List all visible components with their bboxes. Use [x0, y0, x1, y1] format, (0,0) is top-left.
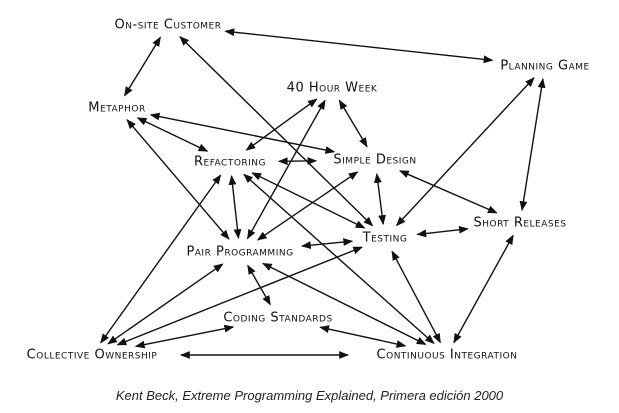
edge-testing-short: [416, 225, 469, 238]
edge-short-ci: [453, 234, 514, 344]
node-simple: Simple Design: [333, 152, 417, 168]
node-week: 40 Hour Week: [286, 80, 378, 96]
edge-planning-short: [519, 77, 546, 212]
edge-testing-collective: [116, 246, 363, 346]
node-ci: Continuous Integration: [376, 347, 518, 363]
node-onsite: On-site Customer: [114, 17, 222, 33]
edge-simple-testing: [374, 172, 386, 226]
node-refactoring: Refactoring: [193, 154, 267, 170]
edge-simple-short: [399, 170, 498, 214]
node-testing: Testing: [362, 230, 408, 246]
edge-metaphor-refactoring: [136, 117, 209, 152]
edge-week-simple: [338, 99, 368, 148]
edge-pair-collective: [107, 263, 224, 345]
edge-onsite-testing: [179, 36, 374, 227]
node-coding: Coding Standards: [223, 310, 333, 326]
caption: Kent Beck, Extreme Programming Explained…: [115, 388, 504, 403]
node-metaphor: Metaphor: [88, 100, 146, 116]
edge-coding-collective: [134, 324, 235, 349]
edge-week-refactoring: [245, 98, 318, 151]
edge-coding-ci: [319, 325, 407, 348]
edge-testing-ci: [391, 250, 441, 344]
node-planning: Planning Game: [500, 58, 590, 74]
node-collective: Collective Ownership: [26, 347, 158, 363]
edge-refactoring-pair: [228, 174, 242, 239]
edge-onsite-planning: [224, 28, 494, 64]
edge-onsite-metaphor: [123, 36, 161, 97]
node-short: Short Releases: [473, 215, 567, 231]
edge-simple-pair: [256, 171, 359, 241]
edge-testing-pair: [301, 238, 354, 250]
edge-planning-testing: [395, 77, 535, 227]
node-pair: Pair Programming: [186, 244, 294, 260]
edge-refactoring-simple: [277, 157, 318, 166]
